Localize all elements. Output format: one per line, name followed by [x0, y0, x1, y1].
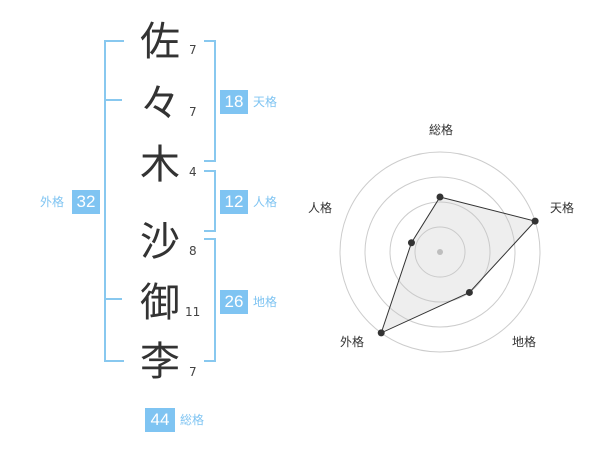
stroke-count-4: 8	[189, 244, 197, 258]
name-char-5: 御	[140, 280, 180, 326]
name-char-4: 沙	[140, 219, 180, 265]
radar-ring	[364, 176, 516, 328]
radar-label-gaikaku: 外格	[340, 335, 365, 349]
stroke-count-1: 7	[189, 43, 197, 57]
stroke-count-3: 4	[189, 165, 197, 179]
bracket-tick	[104, 99, 122, 101]
jinkaku-value: 12	[220, 190, 248, 214]
radar-label-jinkaku: 人格	[308, 201, 333, 215]
jinkaku-bracket	[204, 170, 216, 232]
radar-label-tenkaku: 天格	[550, 201, 575, 215]
stroke-count-5: 11	[185, 305, 201, 319]
tenkaku-label: 天格	[253, 95, 278, 109]
name-char-1: 佐	[140, 19, 180, 65]
radar-series-polygon	[380, 196, 537, 334]
jinkaku-label: 人格	[253, 195, 278, 209]
chikaku-bracket	[204, 238, 216, 362]
radar-point-5	[407, 239, 415, 247]
tenkaku-bracket	[204, 40, 216, 162]
radar-ring	[339, 151, 541, 353]
radar-point-2	[531, 217, 539, 225]
soukaku-value: 44	[145, 408, 175, 432]
bracket-tick	[104, 298, 122, 300]
gaikaku-bracket	[104, 40, 124, 362]
name-char-2: 々	[140, 81, 180, 127]
chikaku-value: 26	[220, 290, 248, 314]
tenkaku-value: 18	[220, 90, 248, 114]
radar-ring	[389, 201, 491, 303]
stroke-count-2: 7	[189, 105, 197, 119]
radar-point-1	[436, 193, 444, 201]
radar-point-3	[465, 288, 473, 296]
radar-center	[437, 249, 443, 255]
gaikaku-value: 32	[72, 190, 100, 214]
radar-label-chikaku: 地格	[512, 335, 537, 349]
radar-point-4	[377, 329, 385, 337]
soukaku-label: 総格	[180, 413, 205, 427]
radar-label-soukaku: 総格	[429, 123, 454, 137]
radar-ring	[414, 226, 466, 278]
name-char-3: 木	[140, 142, 180, 188]
chikaku-label: 地格	[253, 295, 278, 309]
stroke-count-6: 7	[189, 365, 197, 379]
gaikaku-label: 外格	[40, 195, 65, 209]
name-char-6: 李	[140, 339, 180, 385]
